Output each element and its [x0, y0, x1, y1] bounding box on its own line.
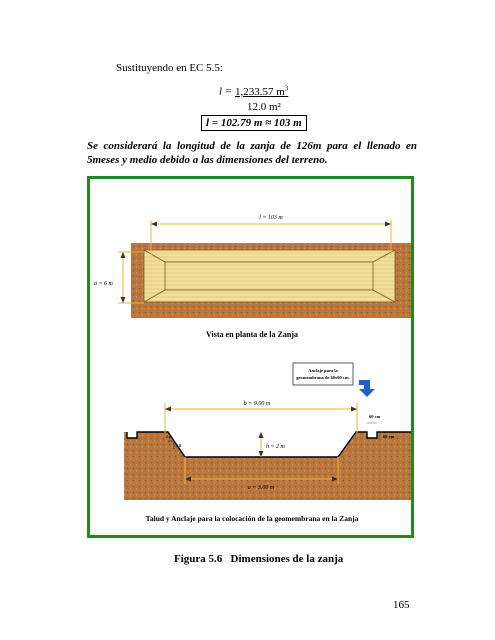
plan-width-label: a = 6 m [94, 281, 114, 287]
trench-figure: l = 103 m a = 6 m Vista en planta de la … [94, 215, 411, 523]
section-caption: Talud y Anclaje para la colocación de la… [146, 514, 359, 523]
plan-trench-bottom [164, 261, 374, 291]
depth-label: h = 2 m [266, 444, 286, 450]
formula-denominator: 12.0 m² [247, 101, 281, 113]
plan-caption: Vista en planta de la Zanja [206, 330, 298, 339]
slope-h-label: 1.0 [166, 434, 171, 439]
anchor-arrow-icon [359, 380, 375, 397]
figure-caption: Figura 5.6 Dimensiones de la zanja [174, 553, 344, 565]
anchor-note-line1: Anclaje para la [308, 368, 338, 373]
result-box: l = 102.79 m ≈ 103 m [201, 115, 307, 131]
bottom-width-label: a = 3.00 m [248, 485, 275, 491]
anchor-width-label: 60 cm [369, 414, 381, 419]
slope-v-label: 1.0 [176, 443, 181, 448]
anchor-note-box [292, 362, 354, 386]
figure-frame: l = 103 m a = 6 m Vista en planta de la … [87, 176, 414, 538]
formula-numerator: 1,233.57 m3 [234, 84, 289, 98]
section-view: Anclaje para la geomembrana de 60x60 cm.… [124, 362, 411, 523]
plan-view: l = 103 m a = 6 m Vista en planta de la … [94, 215, 411, 339]
top-width-label: b = 9.00 m [244, 401, 271, 407]
anchor-note-line2: geomembrana de 60x60 cm. [296, 375, 350, 380]
plan-trench [143, 249, 396, 303]
intro-text: Sustituyendo en EC 5.5: [116, 62, 223, 74]
anchor-depth-label: 60 cm [383, 434, 395, 439]
page-number: 165 [393, 599, 410, 611]
formula-lhs: l = [219, 85, 233, 98]
statement-text: Se considerará la longitud de la zanja d… [87, 140, 417, 166]
section-soil [124, 432, 411, 500]
formula: l = 1,233.57 m3 [219, 84, 288, 98]
plan-length-label: l = 103 m [259, 215, 283, 221]
